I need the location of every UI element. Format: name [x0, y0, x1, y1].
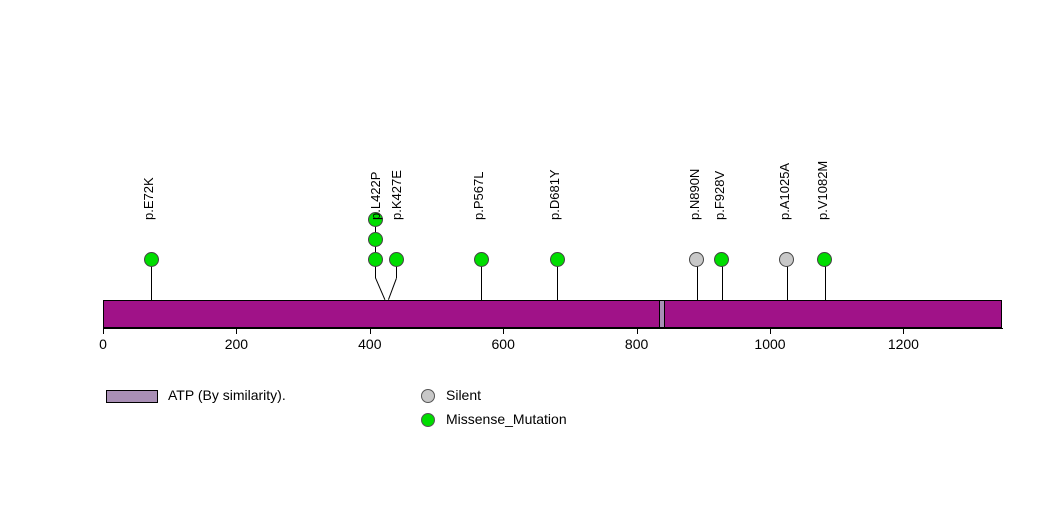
mutation-label: p.K427E	[389, 170, 404, 220]
mutation-marker[interactable]	[367, 231, 383, 247]
lollipop-stem-connector	[387, 278, 397, 301]
lollipop-stem-tail	[481, 278, 483, 302]
x-axis-tick-label: 600	[491, 336, 515, 352]
domain-layer	[104, 301, 1001, 327]
x-axis-tick	[369, 328, 371, 334]
lollipop-stem-connector	[375, 277, 386, 300]
x-axis-tick	[236, 328, 238, 334]
mutation-label: p.L422P	[368, 171, 383, 220]
legend-domain-swatch	[106, 390, 158, 403]
lollipop-stem-tail	[151, 278, 153, 302]
legend-mutation-swatch	[421, 413, 435, 427]
lollipop-stem	[396, 259, 397, 278]
mutation-label: p.D681Y	[547, 169, 563, 220]
x-axis-tick-label: 1200	[887, 336, 919, 352]
lollipop-stem	[721, 259, 723, 278]
mutation-marker[interactable]	[388, 251, 404, 267]
legend-mutation-swatch	[421, 389, 435, 403]
x-axis-tick-label: 400	[358, 336, 382, 352]
mutation-marker[interactable]	[714, 251, 730, 267]
protein-domain-band[interactable]	[658, 301, 665, 327]
mutation-label: p.V1082M	[814, 160, 830, 220]
x-axis-tick-label: 1000	[754, 336, 786, 352]
lollipop-stem	[824, 259, 826, 278]
x-axis-tick-label: 0	[99, 336, 107, 352]
x-axis-tick	[103, 328, 104, 334]
mutation-label: p.A1025A	[776, 162, 792, 220]
mutation-label: p.F928V	[711, 170, 727, 220]
lollipop-stem	[696, 259, 698, 278]
x-axis-tick-label: 200	[224, 336, 249, 352]
legend-domain-label: ATP (By similarity).	[168, 387, 286, 403]
mutation-label: p.N890N	[686, 168, 702, 220]
x-axis-tick	[636, 328, 638, 334]
lollipop-stem-tail	[721, 278, 723, 302]
legend-mutation-label: Silent	[446, 387, 482, 403]
protein-backbone-bar	[103, 300, 1002, 328]
lollipop-stem-tail	[696, 278, 698, 302]
mutation-label: p.E72K	[141, 177, 157, 220]
mutation-marker[interactable]	[817, 251, 833, 267]
x-axis-tick	[903, 328, 905, 334]
mutation-marker[interactable]	[549, 251, 565, 267]
lollipop-stem-tail	[786, 278, 788, 302]
x-axis-tick	[770, 328, 771, 334]
mutation-label: p.P567L	[471, 171, 487, 220]
lollipop-stem-tail	[824, 278, 826, 302]
x-axis-tick-label: 800	[624, 336, 649, 352]
mutation-marker[interactable]	[473, 251, 489, 267]
mutation-marker[interactable]	[367, 251, 383, 267]
legend-mutation-label: Missense_Mutation	[446, 411, 567, 427]
mutation-marker[interactable]	[779, 251, 795, 267]
lollipop-stem	[151, 259, 153, 278]
mutation-marker[interactable]	[367, 211, 383, 227]
lollipop-stem	[557, 259, 559, 278]
x-axis-line	[103, 328, 1003, 329]
lollipop-stem	[481, 259, 483, 278]
mutation-marker[interactable]	[143, 251, 159, 267]
x-axis-tick	[503, 328, 505, 334]
lollipop-stem-tail	[557, 278, 559, 302]
mutation-marker[interactable]	[689, 251, 705, 267]
lollipop-stem	[375, 219, 376, 278]
lollipop-stem	[786, 259, 788, 278]
